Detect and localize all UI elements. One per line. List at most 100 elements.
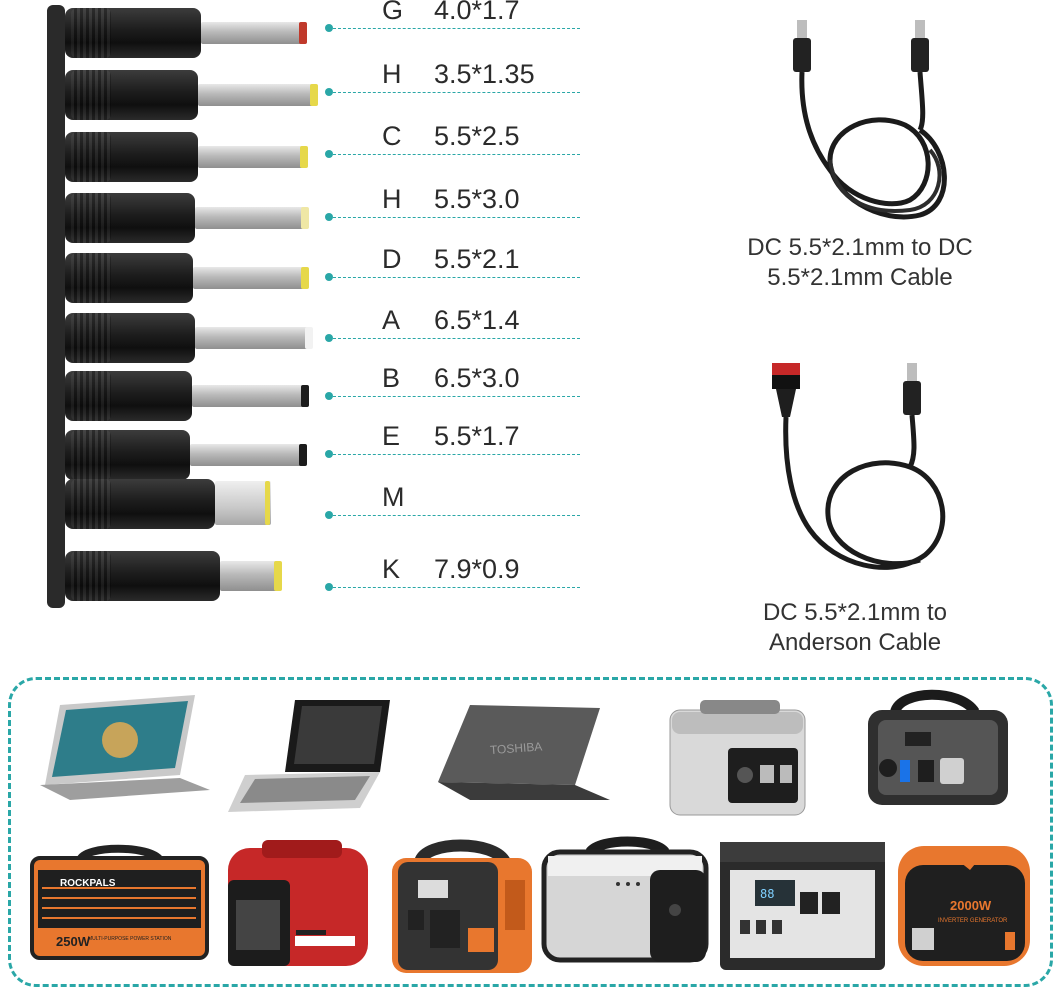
- tip-label-row: A 6.5*1.4: [322, 302, 580, 342]
- tip-pin: [198, 84, 316, 106]
- cable-loop-inner: [828, 148, 942, 213]
- tip-size: 7.9*0.9: [434, 554, 520, 584]
- leader-line: [333, 396, 580, 397]
- generator-label: INVERTER GENERATOR: [938, 918, 1008, 924]
- anderson-connector-red: [772, 363, 800, 377]
- tip-grip-ridges: [71, 253, 111, 303]
- leader-dot: [325, 511, 333, 519]
- dc-plug-body-left: [793, 38, 811, 72]
- tip-body: [65, 551, 220, 601]
- cable-loop: [783, 414, 946, 570]
- tip-pin: [198, 146, 306, 168]
- tip-size: 5.5*2.1: [434, 244, 520, 274]
- leader-line: [333, 515, 580, 516]
- leader-dot: [325, 392, 333, 400]
- tip-letter: G: [382, 0, 404, 25]
- tip-body: [65, 8, 201, 58]
- dc-plug-body-right: [911, 38, 929, 72]
- silver-power-station: [669, 700, 806, 816]
- tip-label-row: B 6.5*3.0: [322, 360, 580, 400]
- anderson-connector-black: [772, 375, 800, 389]
- red-inverter-generator: [228, 840, 368, 966]
- tip-pin: [201, 22, 305, 44]
- tip-grip-ridges: [71, 479, 111, 529]
- tip-end-cap: [301, 207, 309, 229]
- tip-pin: [215, 481, 271, 525]
- dc-to-anderson-cable-caption: DC 5.5*2.1mm to Anderson Cable: [762, 599, 948, 656]
- tip-pin: [195, 207, 307, 229]
- tip-pin: [220, 561, 280, 591]
- tip-end-cap: [299, 444, 307, 466]
- tip-body: [65, 371, 192, 421]
- dc-plug-tip: [907, 363, 917, 381]
- leader-dot: [325, 150, 333, 158]
- tip-body: [65, 70, 198, 120]
- tip-label-row: G 4.0*1.7: [322, 0, 580, 32]
- tip-pin: [195, 327, 311, 349]
- tip-body: [65, 193, 195, 243]
- leader-dot: [325, 24, 333, 32]
- tip-holder-strip: [47, 5, 65, 608]
- tip-grip-ridges: [71, 8, 111, 58]
- tip-size: 6.5*1.4: [434, 305, 520, 335]
- dc-plug-tip-right: [915, 20, 925, 38]
- leader-line: [333, 92, 580, 93]
- power-station-subtitle: MULTI-PURPOSE POWER STATION: [88, 936, 172, 942]
- tip-letter: A: [382, 305, 401, 335]
- orange-portable-power-station: [392, 839, 532, 973]
- leader-line: [333, 154, 580, 155]
- tip-grip-ridges: [71, 313, 111, 363]
- tip-letter: H: [382, 59, 402, 89]
- tip-pin: [192, 385, 307, 407]
- tip-end-cap: [300, 146, 308, 168]
- tip-body: [65, 313, 195, 363]
- orange-2000w-generator: 2000W INVERTER GENERATOR: [898, 846, 1030, 966]
- tip-body: [65, 253, 193, 303]
- black-lcd-power-station: 88: [720, 842, 885, 970]
- tip-end-cap: [274, 561, 282, 591]
- rockpals-power-station: ROCKPALS 250W MULTI-PURPOSE POWER STATIO…: [30, 844, 209, 960]
- leader-line: [333, 28, 580, 29]
- tip-grip-ridges: [71, 430, 111, 480]
- leader-line: [333, 338, 580, 339]
- tip-size: 6.5*3.0: [434, 363, 520, 393]
- tip-body: [65, 430, 190, 480]
- leader-line: [333, 277, 580, 278]
- dc-plug-tip-left: [797, 20, 807, 38]
- rockpals-logo: ROCKPALS: [60, 878, 116, 889]
- tip-size: 4.0*1.7: [434, 0, 520, 25]
- tip-grip-ridges: [71, 70, 111, 120]
- leader-dot: [325, 213, 333, 221]
- dc-to-dc-cable-caption: DC 5.5*2.1mm to DC 5.5*2.1mm Cable: [747, 234, 973, 291]
- anderson-boot: [776, 389, 796, 417]
- silver-battery-station: [541, 836, 709, 963]
- compatible-devices-panel: [8, 677, 1053, 987]
- tip-grip-ridges: [71, 193, 111, 243]
- tip-pin: [193, 267, 307, 289]
- toshiba-logo: TOSHIBA: [489, 739, 542, 757]
- tip-end-cap: [265, 481, 270, 525]
- netbook-laptop: [228, 700, 390, 812]
- tip-letter: M: [382, 482, 405, 512]
- tip-letter: B: [382, 363, 401, 393]
- grey-power-station: [868, 689, 1008, 805]
- tip-body: [65, 132, 198, 182]
- leader-dot: [325, 583, 333, 591]
- leader-dot: [325, 88, 333, 96]
- tip-label-row: M: [322, 479, 580, 519]
- tip-letter: H: [382, 184, 402, 214]
- generator-wattage: 2000W: [950, 898, 992, 913]
- tip-pin: [190, 444, 305, 466]
- leader-line: [333, 454, 580, 455]
- toshiba-laptop: TOSHIBA: [438, 705, 610, 800]
- leader-dot: [325, 334, 333, 342]
- tip-grip-ridges: [71, 132, 111, 182]
- tip-end-cap: [301, 267, 309, 289]
- tip-size: 5.5*1.7: [434, 421, 520, 451]
